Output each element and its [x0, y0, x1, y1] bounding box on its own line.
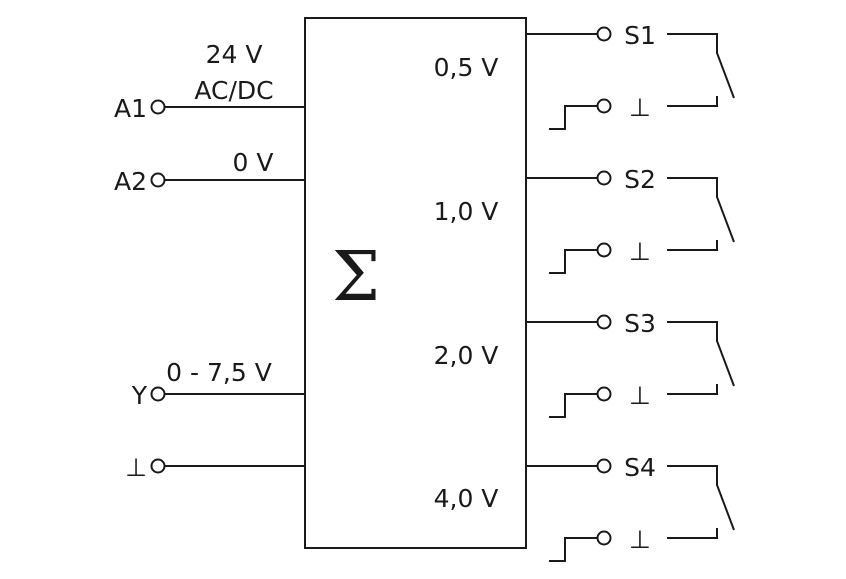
terminal-ground-2	[596, 242, 612, 258]
terminal-label-ground: ⊥	[125, 453, 147, 482]
terminal-label-ground-3: ⊥	[629, 381, 651, 410]
relay-contact-return-1	[667, 96, 718, 107]
relay-contact-return-4	[667, 528, 718, 539]
terminal-a1	[150, 99, 166, 115]
input-ground: ⊥	[125, 453, 305, 482]
supply-label-a1-type: AC/DC	[194, 76, 273, 105]
supply-label-y: 0 - 7,5 V	[166, 358, 272, 387]
terminal-label-ground-2: ⊥	[629, 237, 651, 266]
ground-wire-2	[549, 249, 597, 274]
ground-wire-4	[549, 537, 597, 562]
summation-symbol: Σ	[332, 238, 380, 317]
relay-contact-return-2	[667, 240, 718, 251]
ground-wire-1	[549, 105, 597, 130]
terminal-label-ground-4: ⊥	[629, 525, 651, 554]
ground-wire-3	[549, 393, 597, 418]
relay-contact-4	[667, 465, 735, 531]
terminal-label-s4: S4	[624, 453, 656, 482]
terminal-ground-1	[596, 98, 612, 114]
relay-contact-1	[667, 33, 735, 99]
terminal-ground-4	[596, 530, 612, 546]
summing-block	[304, 17, 527, 549]
terminal-label-a2: A2	[114, 167, 147, 196]
output-channel-3: 2,0 V S3 ⊥	[434, 309, 735, 418]
terminal-label-ground-1: ⊥	[629, 93, 651, 122]
input-y: Y 0 - 7,5 V	[131, 358, 305, 410]
terminal-label-a1: A1	[114, 94, 147, 123]
input-a1: A1 24 V AC/DC	[114, 40, 305, 123]
output-channel-1: 0,5 V S1 ⊥	[434, 21, 735, 130]
terminal-label-s3: S3	[624, 309, 656, 338]
supply-label-a1-voltage: 24 V	[206, 40, 263, 69]
terminal-s1	[596, 26, 612, 42]
output-channel-2: 1,0 V S2 ⊥	[434, 165, 735, 274]
terminal-y	[150, 386, 166, 402]
terminal-s2	[596, 170, 612, 186]
terminal-label-s2: S2	[624, 165, 656, 194]
supply-label-a2: 0 V	[233, 148, 274, 177]
terminal-ground	[150, 458, 166, 474]
terminal-a2	[150, 172, 166, 188]
output-voltage-4: 4,0 V	[434, 484, 499, 513]
terminal-label-y: Y	[131, 381, 148, 410]
terminal-label-s1: S1	[624, 21, 656, 50]
relay-contact-3	[667, 321, 735, 387]
output-voltage-1: 0,5 V	[434, 53, 499, 82]
terminal-ground-3	[596, 386, 612, 402]
terminal-s4	[596, 458, 612, 474]
relay-contact-2	[667, 177, 735, 243]
terminal-s3	[596, 314, 612, 330]
input-a2: A2 0 V	[114, 148, 305, 196]
output-voltage-3: 2,0 V	[434, 341, 499, 370]
relay-contact-return-3	[667, 384, 718, 395]
output-channel-4: 4,0 V S4 ⊥	[434, 453, 735, 562]
output-voltage-2: 1,0 V	[434, 197, 499, 226]
